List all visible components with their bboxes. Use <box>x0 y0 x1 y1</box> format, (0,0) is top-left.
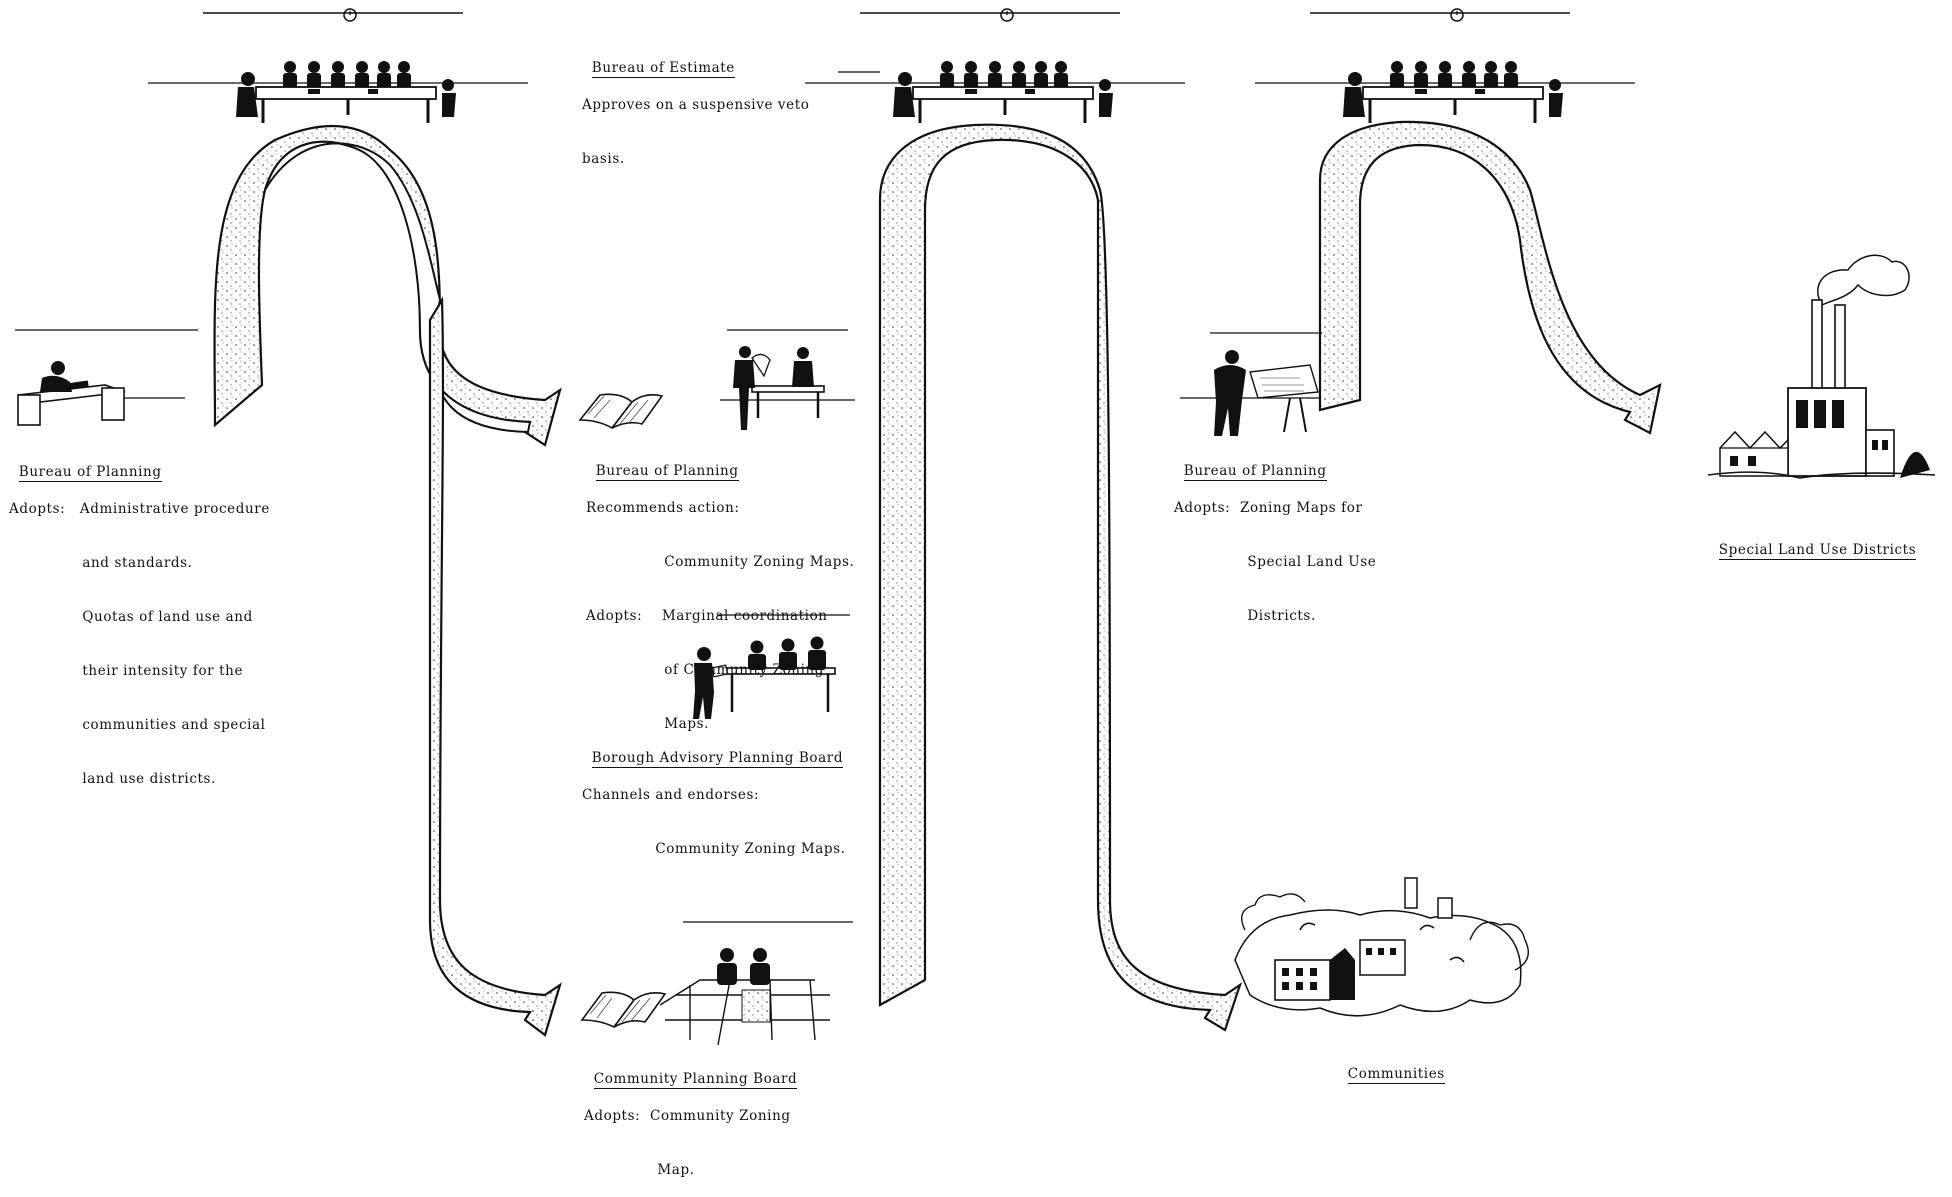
borough-board-line: Community Zoning Maps. <box>582 841 846 857</box>
bureau-planning-2-line: Maps. <box>586 716 709 732</box>
community-board-title: Community Planning Board <box>593 1071 798 1089</box>
bureau-estimate-title: Bureau of Estimate <box>591 60 735 78</box>
special-districts-title: Special Land Use Districts <box>1718 542 1917 560</box>
open-book-icon-1 <box>578 393 664 430</box>
town-scene-icon <box>1234 877 1529 1017</box>
process-diagram <box>15 7 1936 1046</box>
bureau-estimate-meeting-1-icon <box>146 7 530 125</box>
communities-label: Communities <box>1338 1047 1445 1084</box>
special-districts-label: Special Land Use Districts <box>1709 523 1917 560</box>
flow-arrow-3 <box>878 123 1243 1032</box>
bureau-planning-1-line: communities and special <box>9 717 266 733</box>
bureau-planning-2-title: Bureau of Planning <box>595 463 739 481</box>
bureau-planning-2-line: Adopts: Marginal coordination <box>586 608 828 624</box>
bureau-planning-1-line: Quotas of land use and <box>9 609 253 625</box>
bureau-planning-3-line: Districts. <box>1174 608 1316 624</box>
bureau-estimate-meeting-2-icon <box>803 7 1187 125</box>
community-board-line: Adopts: Community Zoning <box>584 1108 791 1124</box>
borough-board-line: Channels and endorses: <box>582 787 760 803</box>
open-book-icon-2 <box>580 991 667 1029</box>
bureau-estimate-meeting-3-icon <box>1253 7 1637 125</box>
flow-arrow-4 <box>1318 120 1662 435</box>
bureau-planning-1-label: Bureau of Planning Adopts: Administrativ… <box>9 445 270 806</box>
bureau-planning-3-line: Special Land Use <box>1174 554 1377 570</box>
bureau-planning-2-line: Recommends action: <box>586 500 740 516</box>
community-board-label: Community Planning Board Adopts: Communi… <box>584 1052 798 1197</box>
bureau-estimate-line: Approves on a suspensive veto <box>582 97 810 113</box>
bureau-planning-2-label: Bureau of Planning Recommends action: Co… <box>586 444 854 751</box>
borough-board-meeting-icon <box>693 614 850 719</box>
bureau-planning-1-line: land use districts. <box>9 771 216 787</box>
planners-reviewing-icon <box>720 329 855 430</box>
community-board-line: Map. <box>584 1162 695 1178</box>
factory-icon <box>1707 254 1936 479</box>
bureau-planning-2-line: Community Zoning Maps. <box>586 554 855 570</box>
bureau-planning-3-line: Adopts: Zoning Maps for <box>1174 500 1363 516</box>
bureau-planning-3-label: Bureau of Planning Adopts: Zoning Maps f… <box>1174 444 1376 643</box>
planner-at-desk-icon <box>15 329 198 426</box>
community-board-map-icon <box>659 921 853 1046</box>
communities-title: Communities <box>1347 1066 1445 1084</box>
bureau-planning-2-line: of Community Zoning <box>586 662 825 678</box>
bureau-estimate-label: Bureau of Estimate Approves on a suspens… <box>582 41 810 186</box>
bureau-planning-3-title: Bureau of Planning <box>1183 463 1327 481</box>
bureau-estimate-line: basis. <box>582 151 625 167</box>
flow-arrow-1-fold <box>264 141 532 434</box>
bureau-planning-1-line: Adopts: Administrative procedure <box>9 501 270 517</box>
borough-board-label: Borough Advisory Planning Board Channels… <box>582 731 846 876</box>
bureau-planning-1-line: their intensity for the <box>9 663 244 679</box>
bureau-planning-1-line: and standards. <box>9 555 193 571</box>
drafter-at-board-icon <box>1180 332 1322 436</box>
flow-arrow-2 <box>428 296 562 1037</box>
bureau-planning-1-title: Bureau of Planning <box>18 464 162 482</box>
borough-board-title: Borough Advisory Planning Board <box>591 750 844 768</box>
